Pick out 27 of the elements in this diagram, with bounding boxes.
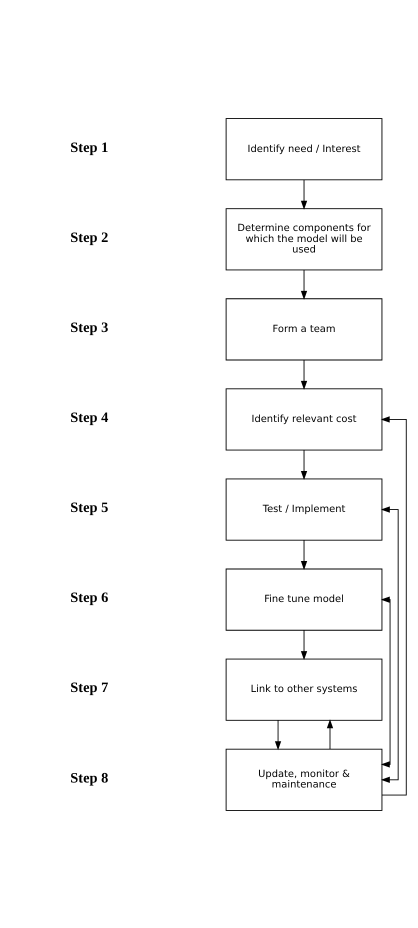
- arrow: [380, 416, 407, 796]
- label: Step 5: [70, 500, 108, 516]
- label: Step 8: [70, 770, 108, 786]
- arrow: [300, 629, 308, 660]
- arrow: [300, 359, 308, 390]
- label: Step 4: [70, 409, 108, 426]
- node-box: Form a team: [226, 298, 382, 360]
- label: Step 3: [70, 319, 108, 336]
- arrow: [274, 719, 282, 750]
- node-box: Determine components for which the model will be used: [226, 208, 382, 270]
- arrow: [300, 179, 308, 210]
- label: Step 6: [70, 590, 108, 606]
- arrow: [300, 449, 308, 480]
- arrow: [380, 506, 399, 782]
- node-box: Identify relevant cost: [226, 388, 382, 450]
- node-box: Update, monitor & maintenance: [226, 748, 382, 810]
- label: Step 1: [70, 139, 108, 156]
- node-box: Identify need / Interest: [226, 118, 382, 180]
- label: Step 2: [70, 229, 108, 246]
- node-box: Link to other systems: [226, 658, 382, 720]
- arrow: [300, 539, 308, 570]
- arrow: [326, 718, 334, 749]
- node-box: Test / Implement: [226, 478, 382, 540]
- node-box: Fine tune model: [226, 568, 382, 630]
- label: Step 7: [70, 680, 108, 696]
- arrow: [300, 269, 308, 300]
- arrow: [380, 596, 390, 768]
